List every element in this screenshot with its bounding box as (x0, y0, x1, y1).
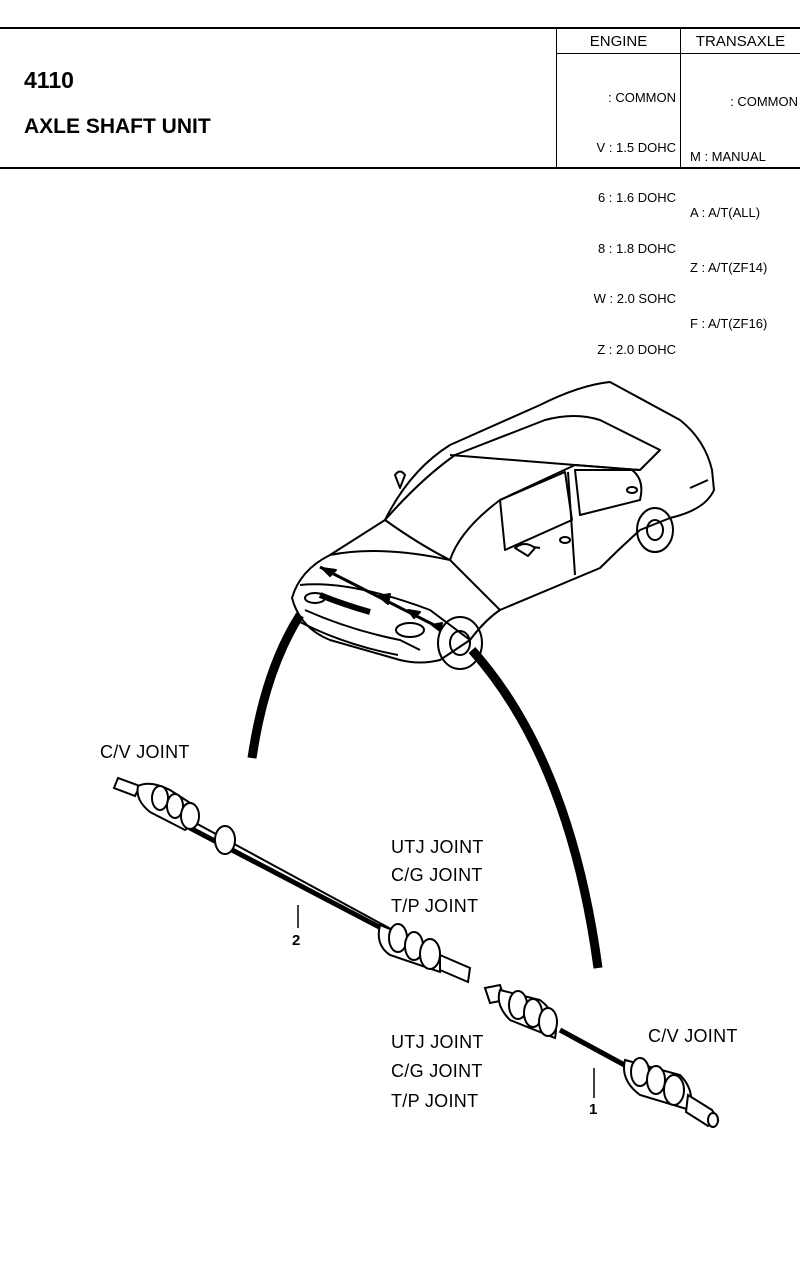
transaxle-item: : COMMON (730, 93, 798, 109)
engine-item: W : 2.0 SOHC (593, 291, 676, 307)
divider-engine (556, 29, 557, 167)
label-cv-joint-top: C/V JOINT (100, 742, 190, 762)
label-utj-joint-bottom: UTJ JOINT (391, 1032, 484, 1052)
engine-item: V : 1.5 DOHC (596, 139, 676, 155)
heading-divider (556, 53, 800, 54)
engine-item: 8 : 1.8 DOHC (597, 240, 676, 256)
engine-list: : COMMON V : 1.5 DOHC 6 : 1.6 DOHC 8 : 1… (566, 56, 676, 392)
transaxle-heading: TRANSAXLE (695, 33, 786, 50)
engine-item: 6 : 1.6 DOHC (597, 190, 676, 206)
divider-transaxle (680, 29, 681, 167)
engine-heading: ENGINE (589, 33, 648, 50)
label-utj-joint-top: UTJ JOINT (391, 837, 484, 857)
part-number-1: 1 (589, 1101, 598, 1118)
car-illustration (291, 381, 715, 670)
transaxle-item: Z : A/T(ZF14) (690, 260, 768, 276)
label-cg-joint-top: C/G JOINT (391, 865, 483, 885)
leader-curve-right (468, 647, 603, 969)
axle-shaft-1 (483, 983, 720, 1128)
header-box: 4110 AXLE SHAFT UNIT ENGINE TRANSAXLE : … (0, 27, 800, 357)
engine-item: Z : 2.0 DOHC (597, 341, 676, 357)
leader-curve-left (247, 612, 304, 759)
engine-item: : COMMON (608, 89, 676, 105)
part-number-2: 2 (292, 932, 301, 949)
label-cv-joint-bottom: C/V JOINT (648, 1026, 738, 1046)
transaxle-item: M : MANUAL (690, 149, 766, 165)
label-tp-joint-bottom: T/P JOINT (391, 1091, 479, 1111)
label-tp-joint-top: T/P JOINT (391, 896, 479, 916)
label-cg-joint-bottom: C/G JOINT (391, 1061, 483, 1081)
transaxle-list: : COMMON M : MANUAL A : A/T(ALL) Z : A/T… (690, 57, 798, 369)
transaxle-item: A : A/T(ALL) (690, 204, 761, 220)
transaxle-item: F : A/T(ZF16) (690, 315, 768, 331)
section-title: AXLE SHAFT UNIT (24, 115, 211, 138)
axle-shaft-2 (112, 776, 472, 984)
section-code: 4110 (24, 67, 74, 93)
